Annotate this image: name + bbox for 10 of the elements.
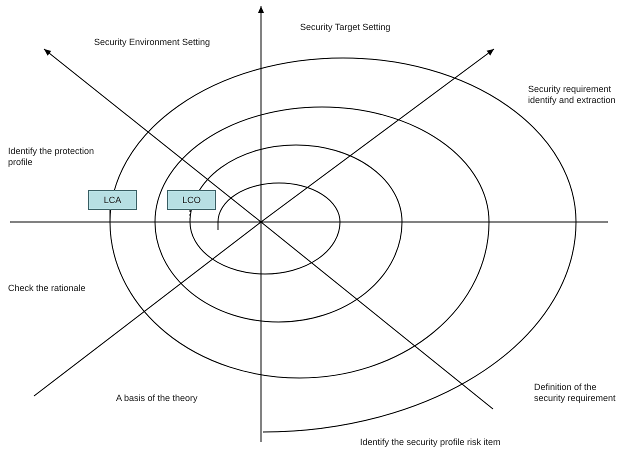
quadrant-label: Security requirement identify and extraction <box>528 84 617 106</box>
stage-box: LCO <box>167 190 216 210</box>
quadrant-label: A basis of the theory <box>116 393 199 404</box>
quadrant-label: Identify the security profile risk item <box>360 437 502 448</box>
quadrant-label: Security Environment Setting <box>94 37 212 48</box>
quadrant-label: Identify the protection profile <box>8 146 96 168</box>
quadrant-label: Definition of the security requirement <box>534 382 617 404</box>
quadrant-label: Security Target Setting <box>300 22 392 33</box>
quadrant-label: Check the rationale <box>8 283 87 294</box>
stage-box: LCA <box>88 190 137 210</box>
